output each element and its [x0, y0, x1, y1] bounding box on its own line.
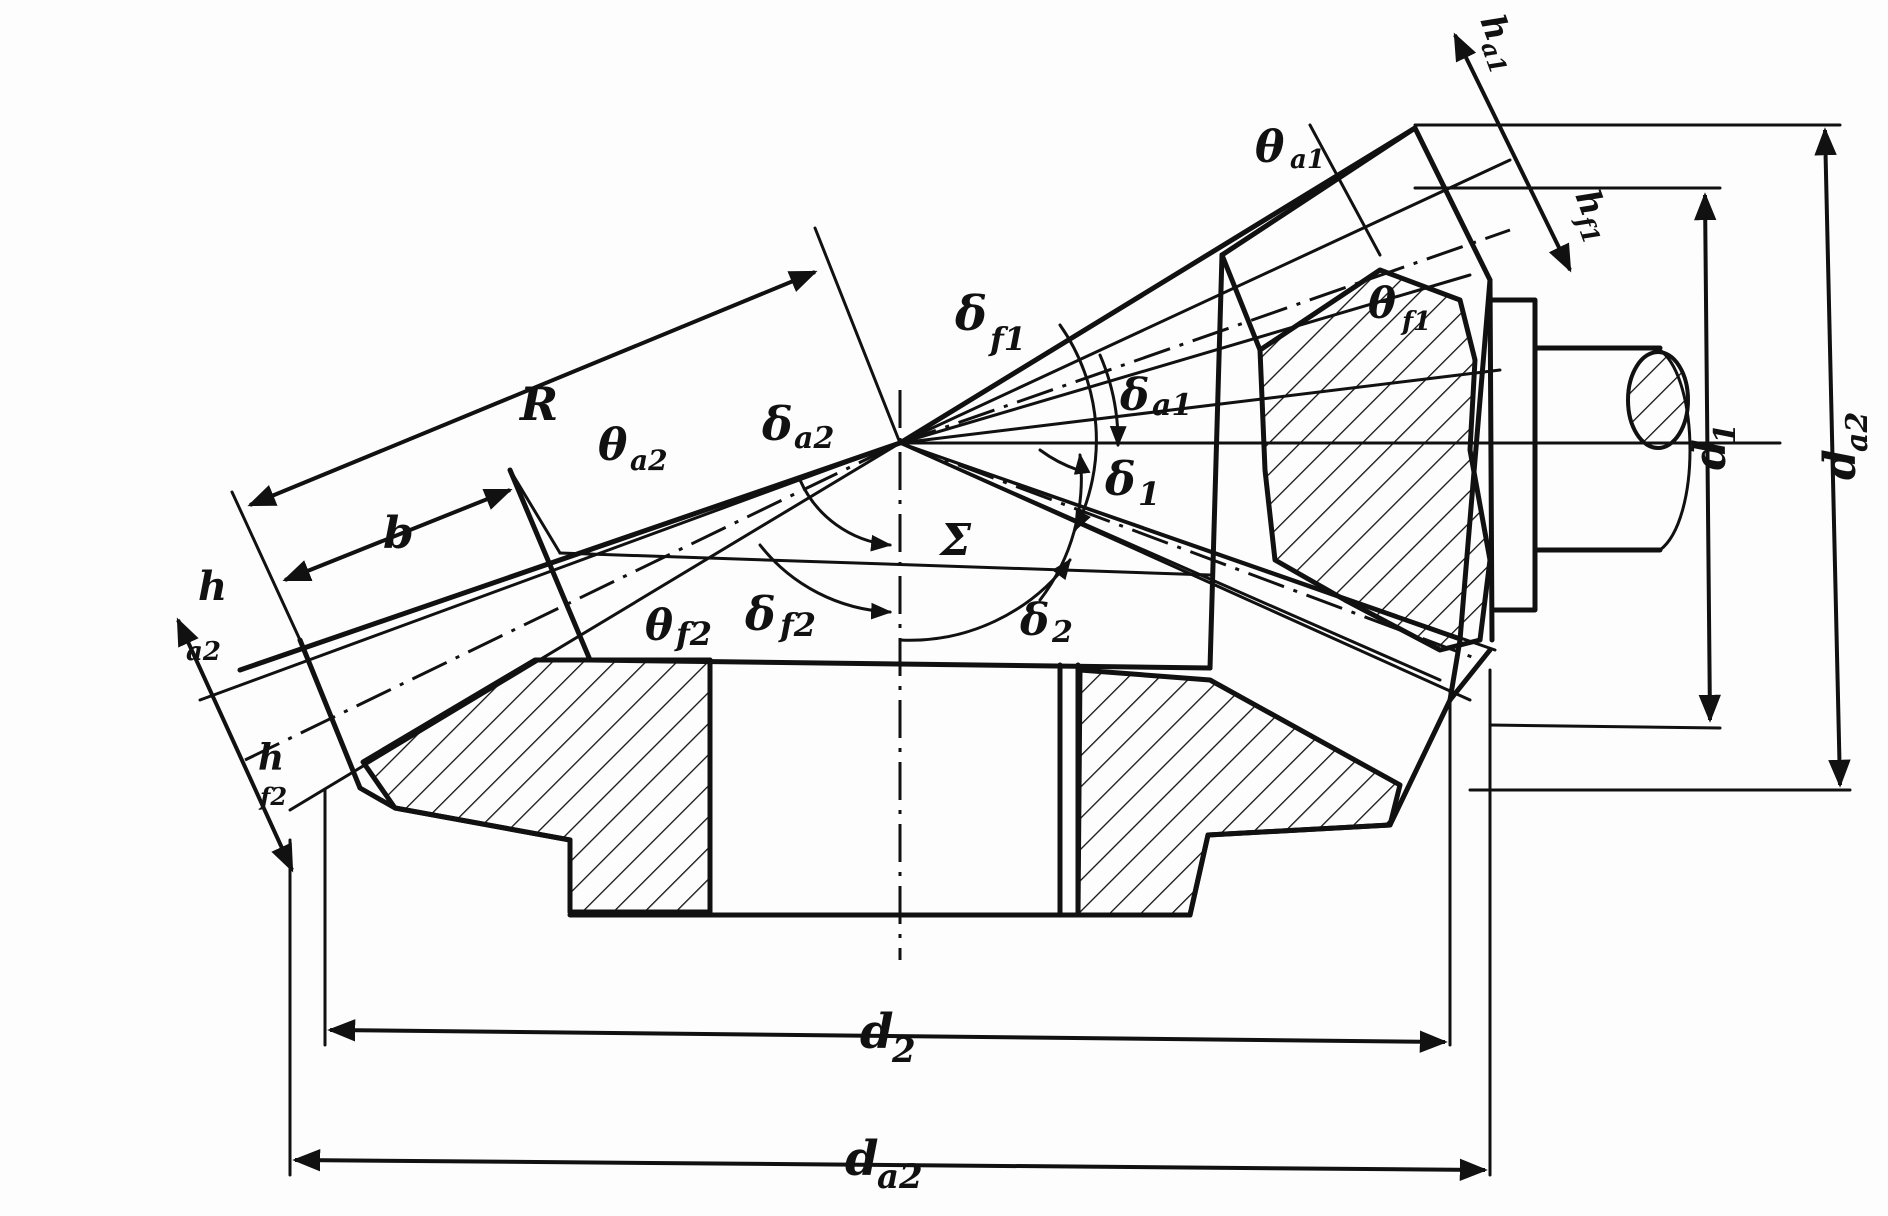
svg-text:d: d	[1685, 439, 1736, 470]
svg-text:δ: δ	[1019, 595, 1049, 646]
svg-text:h: h	[258, 737, 284, 779]
label-h-f2: h f2	[258, 737, 287, 811]
svg-text:f1: f1	[1400, 307, 1431, 337]
svg-text:δ: δ	[761, 397, 793, 451]
svg-text:θ: θ	[1368, 279, 1396, 328]
svg-text:f2: f2	[258, 782, 287, 811]
label-delta-f2: δ f2	[744, 587, 816, 644]
label-d1: d 1	[1685, 423, 1743, 470]
svg-text:δ: δ	[744, 587, 776, 641]
svg-text:a2: a2	[877, 1157, 923, 1197]
gear2-section-right	[1075, 667, 1403, 918]
label-theta-a2: θ a2	[598, 420, 668, 477]
label-delta-1: δ 1	[1104, 452, 1160, 513]
svg-text:θ: θ	[645, 601, 673, 650]
label-h-a2: h a2	[186, 563, 227, 667]
label-h-a1: h a1	[1472, 9, 1518, 77]
svg-text:1: 1	[1708, 423, 1743, 444]
svg-text:Σ: Σ	[938, 515, 972, 566]
label-d2: d 2	[860, 1004, 916, 1071]
angle-arcs	[758, 323, 1127, 642]
svg-text:a2: a2	[630, 444, 668, 477]
svg-text:θ: θ	[598, 420, 628, 471]
svg-text:1: 1	[1138, 475, 1160, 513]
label-da2-right: d a2	[1815, 412, 1875, 480]
label-delta-2: δ 2	[1019, 595, 1073, 650]
gear2-section-left	[360, 657, 713, 915]
svg-text:a2: a2	[186, 637, 221, 667]
svg-text:δ: δ	[954, 286, 987, 342]
gear1-shaft	[1489, 297, 1692, 613]
label-R: R	[518, 377, 558, 431]
svg-text:h: h	[198, 563, 227, 610]
svg-text:a1: a1	[1290, 145, 1325, 175]
gear1-contour	[1219, 125, 1495, 703]
label-h-f1: h f1	[1567, 184, 1613, 247]
svg-text:2: 2	[891, 1031, 916, 1071]
label-theta-f1: θ f1	[1368, 279, 1431, 337]
dimension-lines	[176, 32, 1852, 1181]
cone-lines	[198, 125, 1782, 960]
svg-text:a1: a1	[1152, 388, 1192, 423]
label-delta-a2: δ a2	[761, 397, 834, 456]
svg-text:d: d	[1815, 449, 1866, 480]
label-sigma: Σ	[938, 515, 972, 566]
svg-text:f2: f2	[778, 606, 816, 644]
label-delta-a1: δ a1	[1119, 370, 1192, 423]
gear1-section	[1257, 267, 1493, 653]
svg-text:θ: θ	[1255, 122, 1285, 173]
label-delta-f1: δ f1	[954, 286, 1026, 358]
label-da2-bottom: d a2	[845, 1131, 923, 1197]
label-R-text: R	[518, 377, 558, 431]
label-theta-f2: θ f2	[645, 601, 712, 653]
svg-text:δ: δ	[1119, 370, 1149, 421]
svg-text:f2: f2	[674, 615, 712, 653]
svg-text:f1: f1	[988, 320, 1026, 358]
svg-text:δ: δ	[1104, 452, 1136, 506]
svg-text:b: b	[383, 508, 414, 559]
svg-text:2: 2	[1051, 615, 1073, 650]
svg-text:d: d	[845, 1131, 879, 1187]
label-b: b	[383, 508, 414, 559]
svg-text:a2: a2	[794, 421, 834, 456]
svg-text:a2: a2	[1840, 412, 1875, 452]
svg-text:d: d	[860, 1004, 894, 1060]
label-theta-a1: θ a1	[1255, 122, 1325, 175]
